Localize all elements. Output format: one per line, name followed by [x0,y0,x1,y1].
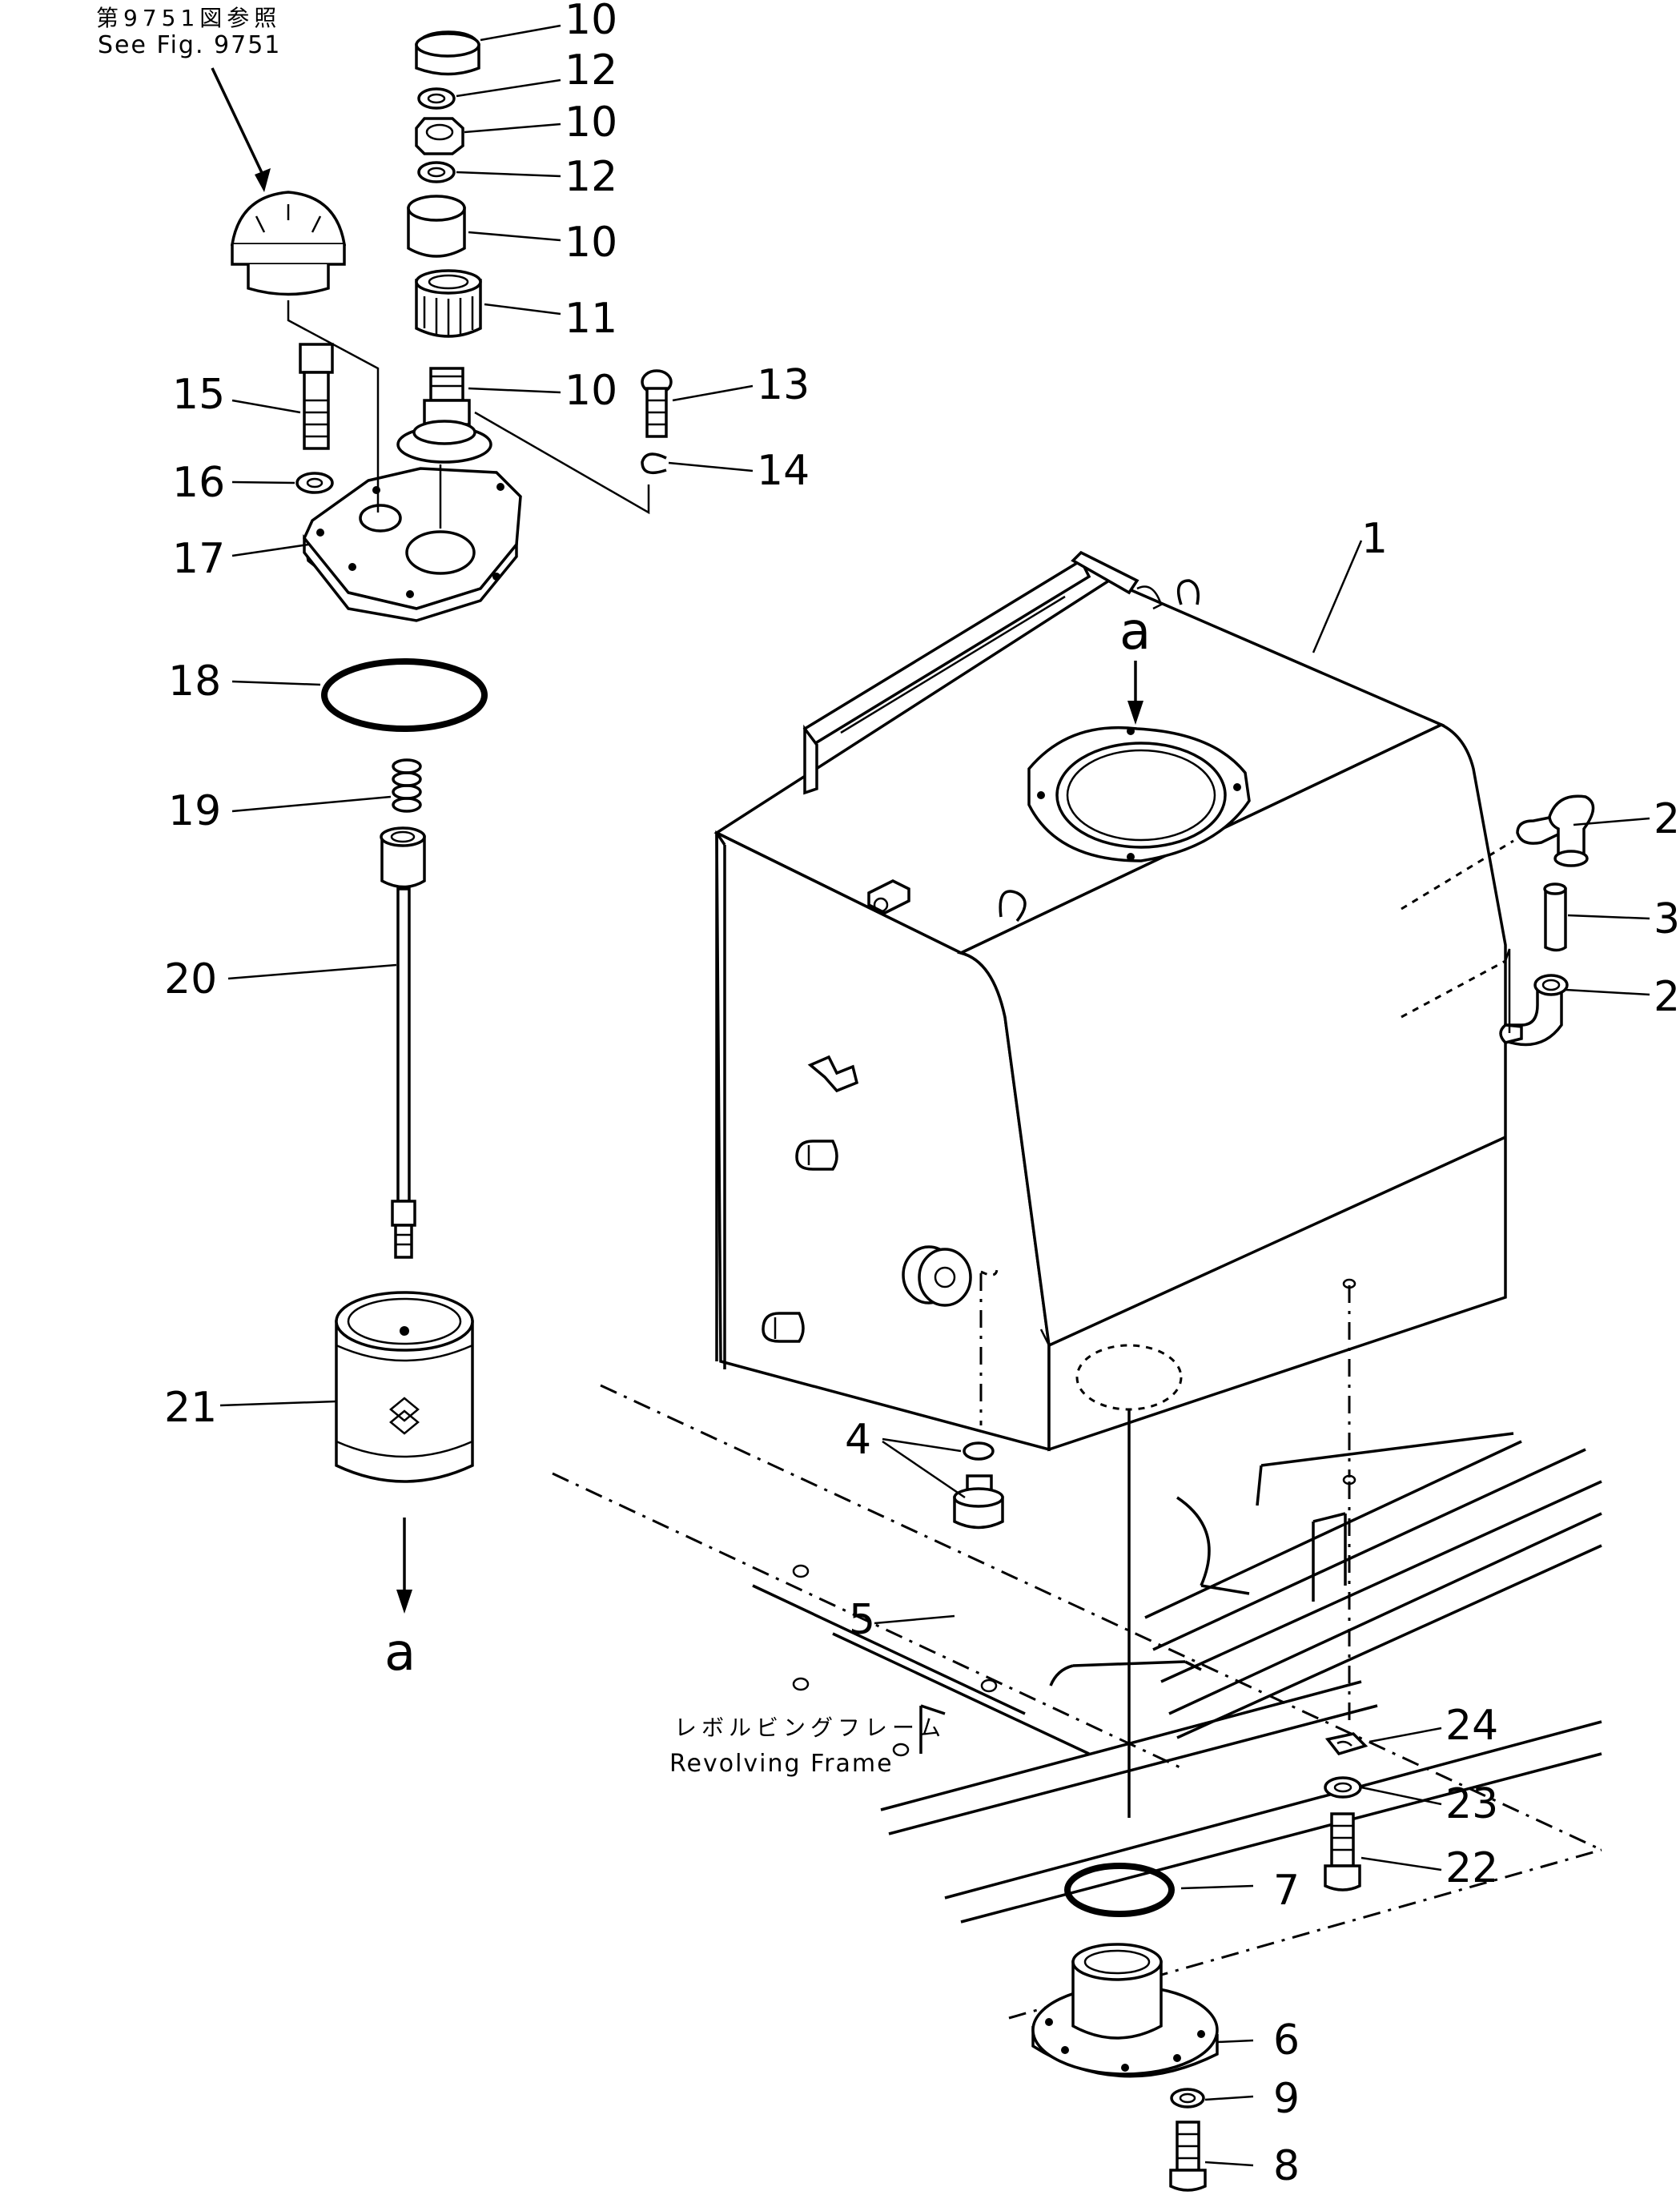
flange-6 [1031,1943,1219,2078]
bolt-13 [641,369,673,438]
callout-11: 11 [565,295,617,343]
stack-parts [396,30,650,515]
callout-10-nut: 10 [565,98,617,147]
callout-2-upper: 2 [1654,795,1680,843]
callout-1: 1 [1361,515,1388,563]
callout-19: 19 [168,787,221,835]
callout-17: 17 [172,535,225,583]
view-arrow-top [1127,661,1143,725]
callout-7: 7 [1273,1867,1300,1915]
callout-3: 3 [1654,895,1680,943]
callout-8: 8 [1273,2142,1300,2190]
elbow-2a [1516,794,1595,867]
callout-4: 4 [845,1416,871,1464]
spring-19 [392,758,422,813]
see-fig-note-en: See Fig. 9751 [98,31,281,59]
bolt-15 [299,343,334,450]
callout-21: 21 [164,1384,217,1432]
view-marker-bottom: a [384,1623,416,1682]
bolt-8 [1169,2121,1207,2192]
callout-13: 13 [757,361,810,409]
view-marker-top: a [1119,602,1151,661]
frame-note-jp: レボルビングフレーム [674,1715,946,1741]
washer-9 [1170,2088,1205,2109]
filter-element-21 [335,1291,474,1483]
callout-22: 22 [1445,1844,1498,1892]
callout-18: 18 [168,657,221,706]
callout-leaders [219,24,1650,2167]
bolt-22 [1324,1812,1361,1891]
see-fig-arrow [211,67,271,192]
see-fig-note-jp: 第9751図参照 [96,5,281,31]
callout-10-sleeve: 10 [565,219,617,267]
oring-7 [1064,1863,1175,1917]
callout-10-cap: 10 [565,0,617,44]
callout-10-valve: 10 [565,367,617,415]
elbow-2b [1499,974,1569,1047]
oring-4 [963,1441,995,1461]
callout-12-upper: 12 [565,46,617,94]
callout-12-lower: 12 [565,153,617,201]
callout-6: 6 [1273,2016,1300,2064]
callout-9: 9 [1273,2075,1300,2123]
washer-14 [641,452,667,475]
callout-5: 5 [849,1596,875,1644]
oring-18 [321,658,488,732]
washer-16 [295,472,334,494]
callout-20: 20 [164,955,217,1003]
plug-5 [953,1474,1004,1530]
hydraulic-tank [713,550,1507,1485]
assembly-leader-lines [287,300,442,529]
breather-cap [230,191,347,296]
view-arrow-bottom [396,1518,412,1614]
clip-24 [1324,1732,1369,1756]
washer-23 [1324,1776,1362,1799]
callout-14: 14 [757,447,810,495]
rod-20 [380,826,426,1259]
callout-16: 16 [172,459,225,507]
revolving-frame [552,1384,1602,2020]
fitting-leaders [1401,839,1514,1033]
callout-2-lower: 2 [1654,973,1680,1021]
callout-23: 23 [1445,1780,1498,1828]
frame-note-en: Revolving Frame [669,1750,894,1778]
callout-15: 15 [172,371,225,419]
hose-3 [1543,882,1567,952]
callout-24: 24 [1445,1702,1498,1750]
cover-17 [303,467,522,622]
